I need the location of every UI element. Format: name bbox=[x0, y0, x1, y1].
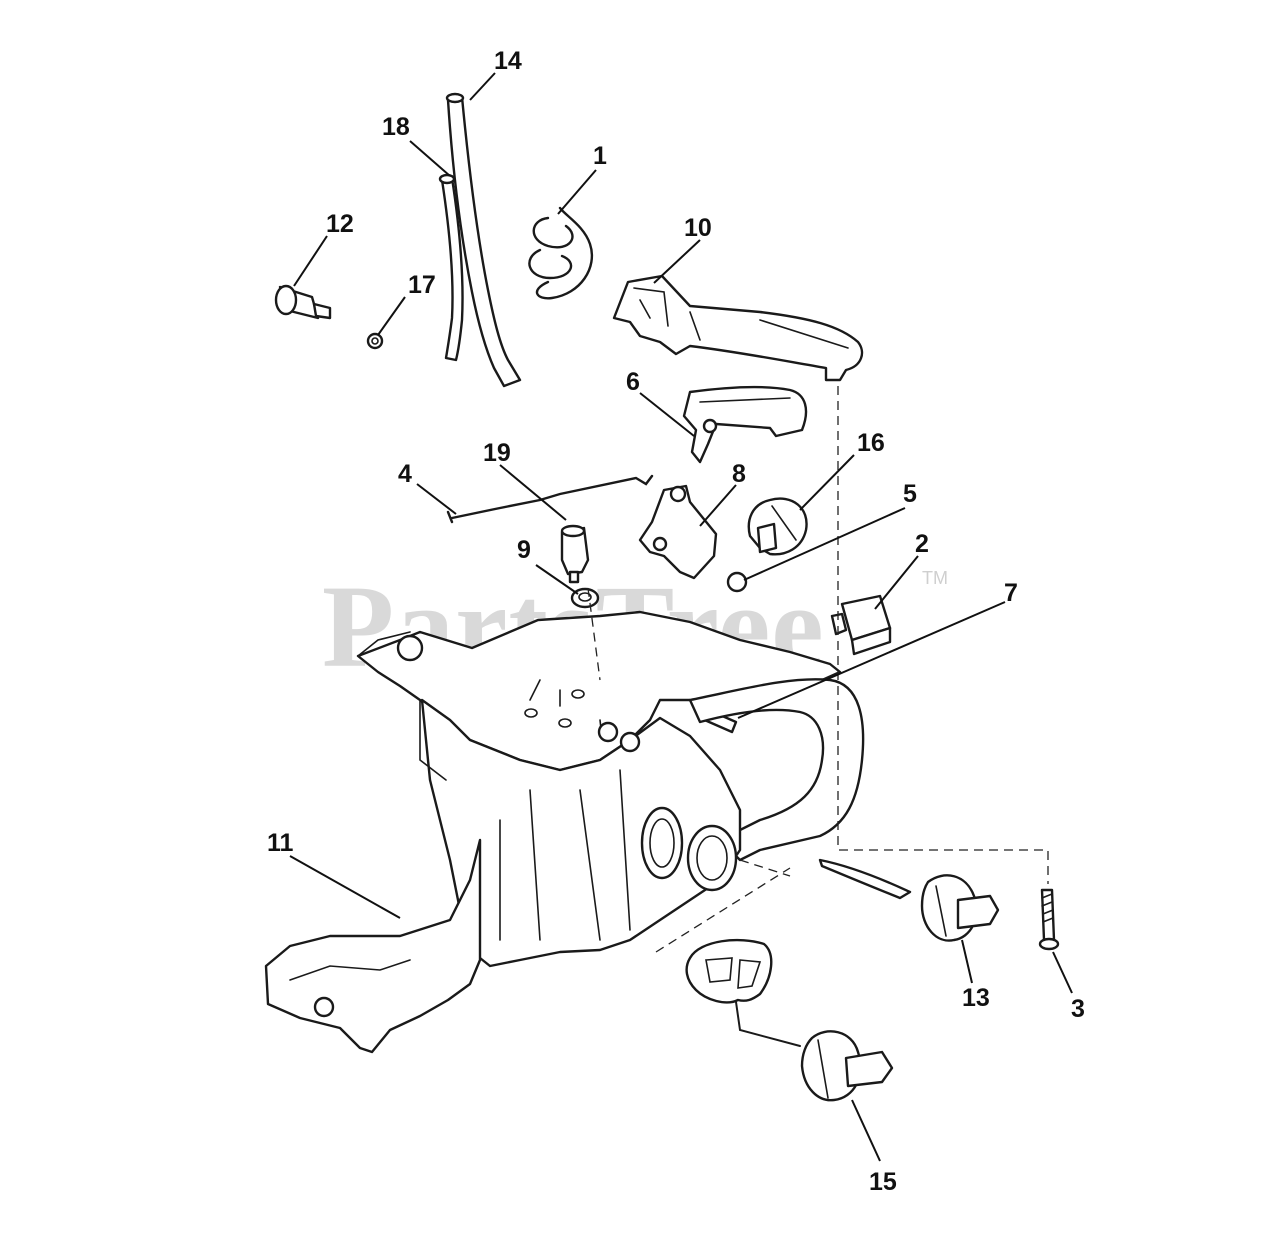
callout-5: 5 bbox=[903, 480, 917, 508]
callout-15: 15 bbox=[869, 1168, 897, 1196]
part-8-bracket bbox=[638, 484, 718, 580]
part-1-spring bbox=[528, 206, 594, 300]
callout-11: 11 bbox=[267, 829, 294, 857]
callout-9: 9 bbox=[517, 536, 531, 564]
part-12-bushing bbox=[274, 284, 332, 320]
callout-14: 14 bbox=[494, 47, 522, 75]
callout-19: 19 bbox=[483, 439, 511, 467]
part-18-hose bbox=[438, 173, 464, 362]
callout-4: 4 bbox=[398, 460, 412, 488]
callout-8: 8 bbox=[732, 460, 746, 488]
part-17-clip bbox=[366, 332, 384, 350]
callout-13: 13 bbox=[962, 984, 990, 1012]
leader-lines bbox=[289, 72, 1073, 1162]
callout-17: 17 bbox=[408, 271, 436, 299]
part-10-rear-handle bbox=[612, 274, 864, 382]
watermark-trademark: TM bbox=[922, 568, 948, 588]
part-14-hose bbox=[445, 92, 522, 388]
part-15-cap-strainer bbox=[685, 938, 894, 1102]
part-9-grommet bbox=[570, 587, 600, 609]
callout-18: 18 bbox=[382, 113, 410, 141]
part-19-plug bbox=[560, 524, 590, 584]
part-6-trigger bbox=[682, 385, 808, 464]
part-16-primer bbox=[747, 497, 808, 556]
part-4-throttle-rod bbox=[446, 474, 654, 524]
callout-12: 12 bbox=[326, 210, 354, 238]
callout-16: 16 bbox=[857, 429, 885, 457]
part-13-cap-filter bbox=[818, 858, 1000, 942]
part-2-switch bbox=[830, 594, 892, 656]
callout-7: 7 bbox=[1004, 579, 1018, 607]
callout-3: 3 bbox=[1071, 995, 1085, 1023]
callout-2: 2 bbox=[915, 530, 929, 558]
part-11-housing bbox=[264, 610, 865, 1054]
callout-10: 10 bbox=[684, 214, 712, 242]
callout-1: 1 bbox=[593, 142, 607, 170]
part-3-screw bbox=[1038, 888, 1060, 951]
callout-labels: 14 18 1 12 10 17 6 16 19 8 4 5 2 9 7 11 … bbox=[267, 47, 1085, 1196]
part-5-ring bbox=[726, 571, 748, 593]
assembly-lines bbox=[587, 386, 1049, 953]
callout-6: 6 bbox=[626, 368, 640, 396]
